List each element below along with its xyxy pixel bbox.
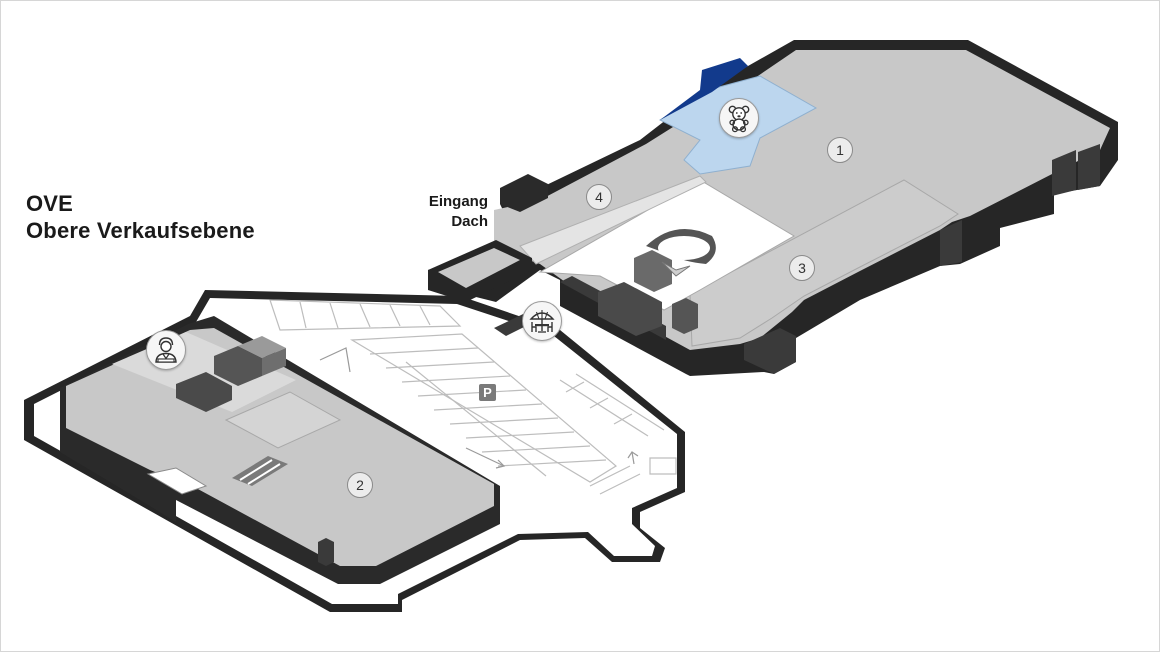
- courtyard-lift-blocks: [598, 250, 698, 336]
- parking-sign: P: [479, 384, 496, 401]
- teddy-bear-icon: [728, 105, 750, 133]
- parking-stalls: [269, 299, 677, 495]
- area-3-floor[interactable]: [689, 179, 959, 347]
- round-plaza: [646, 228, 716, 277]
- right-building-pillars: [744, 144, 1100, 374]
- entrance-roof-label: Eingang Dach: [394, 192, 488, 232]
- building-2-entrance: [146, 467, 208, 495]
- terrace-badge[interactable]: [522, 301, 562, 341]
- floor-title: OVE Obere Verkaufsebene: [26, 190, 255, 244]
- left-building: [24, 290, 685, 612]
- roof-structure: [500, 174, 548, 212]
- area-number-3[interactable]: 3: [789, 255, 815, 281]
- drive-arrows: [319, 347, 639, 469]
- floor-title-code: OVE: [26, 191, 74, 216]
- area-number-4[interactable]: 4: [586, 184, 612, 210]
- umbrella-table-icon: [529, 310, 555, 333]
- lift-blocks: [176, 336, 286, 412]
- entrance-label-line1: Eingang: [428, 193, 488, 210]
- kids-area-accent: [660, 58, 748, 120]
- kids-area-badge[interactable]: [719, 98, 759, 138]
- area-number-2[interactable]: 2: [347, 472, 373, 498]
- pillar-area-2: [318, 538, 334, 566]
- person-service-icon: [155, 337, 177, 363]
- entrance-label-line2: Dach: [451, 213, 488, 230]
- area-2-inner-block: [224, 391, 342, 449]
- roof-entrance-box[interactable]: [428, 240, 532, 302]
- area-number-1[interactable]: 1: [827, 137, 853, 163]
- floor-title-name: Obere Verkaufsebene: [26, 218, 255, 243]
- service-badge[interactable]: [146, 330, 186, 370]
- escalator-area-2: [232, 456, 288, 486]
